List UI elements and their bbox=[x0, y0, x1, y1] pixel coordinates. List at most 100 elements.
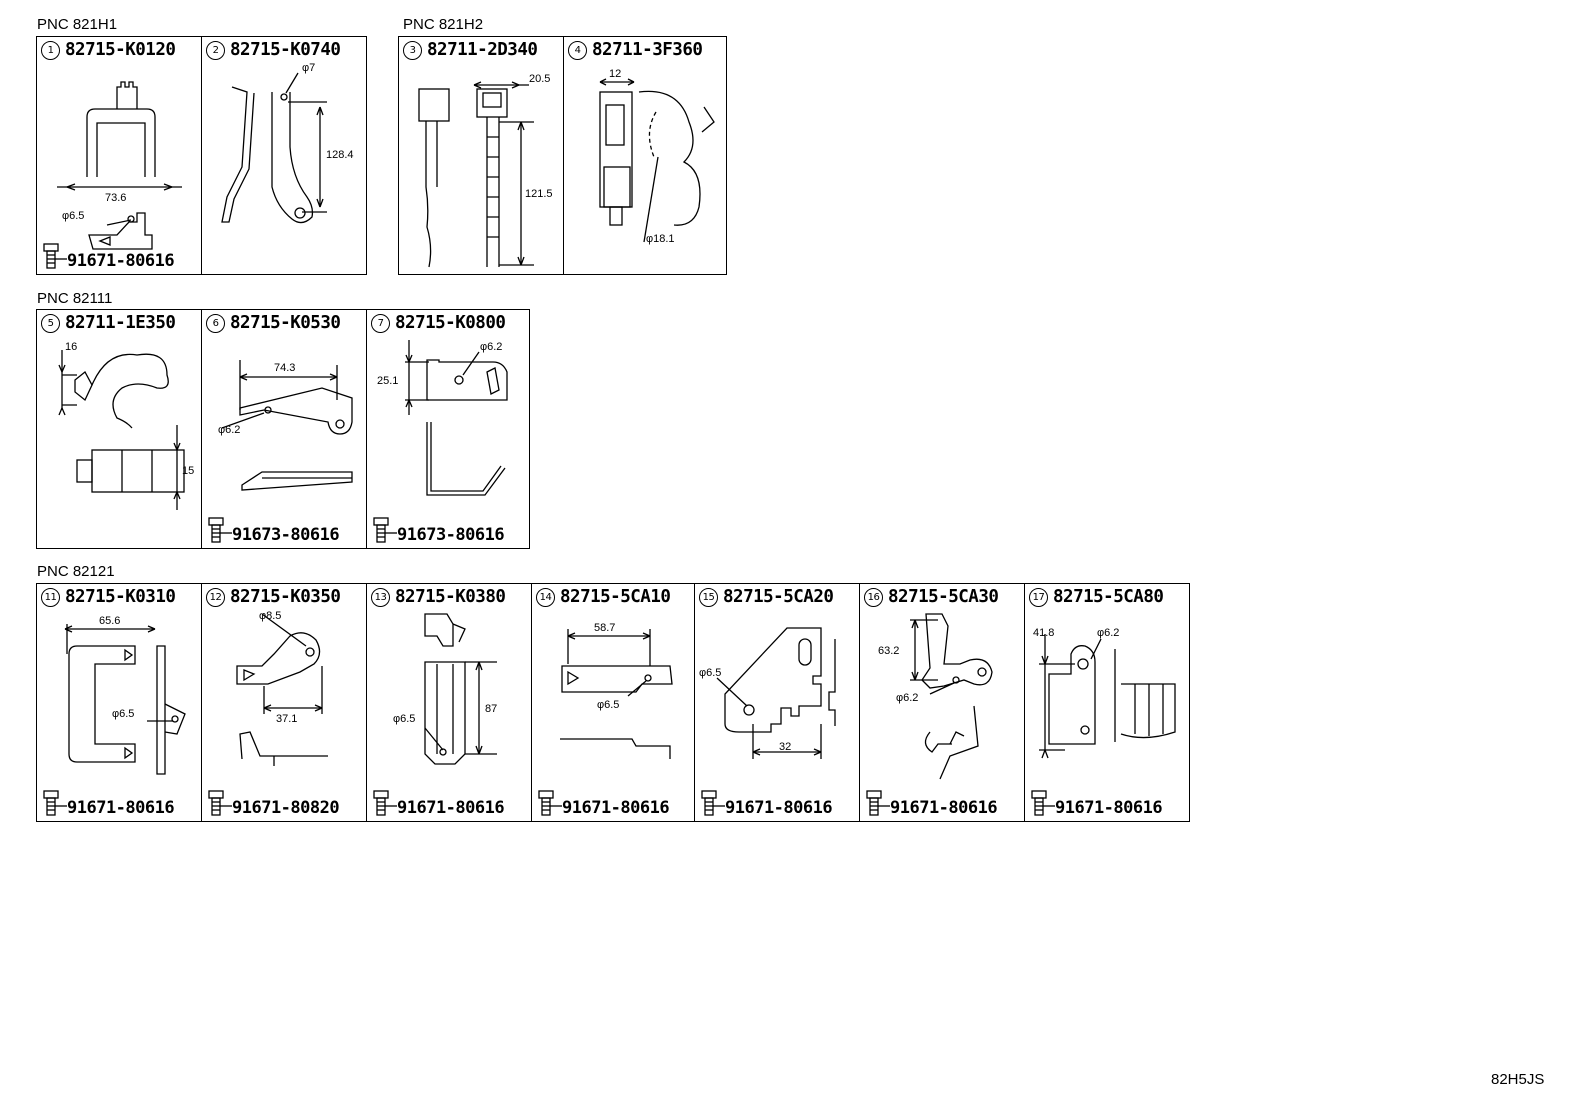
part-header: 6 82715-K0530 bbox=[206, 313, 341, 333]
part-header: 14 82715-5CA10 bbox=[536, 587, 671, 607]
pnc-label-82111: PNC 82111 bbox=[37, 290, 113, 307]
part-cell-3[interactable]: 3 82711-2D340 20.5 121.5 bbox=[399, 37, 564, 274]
part-header: 4 82711-3F360 bbox=[568, 40, 703, 60]
bolt-part-number: 91671-80820 bbox=[232, 798, 340, 818]
dimension-text: φ6.2 bbox=[480, 341, 502, 353]
dimension-text: 65.6 bbox=[99, 615, 120, 627]
bolt-icon bbox=[866, 790, 890, 816]
bolt-callout: 91671-80820 bbox=[206, 788, 340, 818]
dimension-text: 32 bbox=[779, 741, 791, 753]
dimension-text: 63.2 bbox=[878, 645, 899, 657]
callout-number: 13 bbox=[371, 587, 390, 607]
part-number: 82715-K0800 bbox=[395, 313, 506, 333]
part-cell-16[interactable]: 16 82715-5CA30 63.2 φ6.2 bbox=[860, 584, 1025, 821]
part-cell-11[interactable]: 11 82715-K0310 65.6 φ6.5 bbox=[37, 584, 202, 821]
bolt-part-number: 91671-80616 bbox=[725, 798, 833, 818]
part-header: 15 82715-5CA20 bbox=[699, 587, 834, 607]
bolt-part-number: 91671-80616 bbox=[562, 798, 670, 818]
dimension-text: 87 bbox=[485, 703, 497, 715]
part-header: 7 82715-K0800 bbox=[371, 313, 506, 333]
part-header: 11 82715-K0310 bbox=[41, 587, 176, 607]
part-cell-6[interactable]: 6 82715-K0530 74.3 φ6.2 bbox=[202, 310, 367, 548]
bolt-callout: 91671-80616 bbox=[536, 788, 670, 818]
callout-number: 6 bbox=[206, 313, 225, 333]
part-header: 3 82711-2D340 bbox=[403, 40, 538, 60]
pnc-label-821h2: PNC 821H2 bbox=[403, 16, 484, 33]
pnc-821h2-panel: 3 82711-2D340 20.5 121.5 bbox=[398, 36, 727, 275]
callout-number: 1 bbox=[41, 40, 60, 60]
dimension-text: 121.5 bbox=[525, 188, 553, 200]
bolt-callout: 91671-80616 bbox=[864, 788, 998, 818]
bolt-part-number: 91671-80616 bbox=[890, 798, 998, 818]
bolt-icon bbox=[43, 790, 67, 816]
part-number: 82715-K0740 bbox=[230, 40, 341, 60]
illustration-code: 82H5JS bbox=[1491, 1071, 1545, 1088]
part-cell-13[interactable]: 13 82715-K0380 φ6.5 87 bbox=[367, 584, 532, 821]
dimension-text: φ6.2 bbox=[896, 692, 918, 704]
callout-number: 5 bbox=[41, 313, 60, 333]
part-number: 82715-K0350 bbox=[230, 587, 341, 607]
callout-number: 7 bbox=[371, 313, 390, 333]
dimension-text: φ6.2 bbox=[218, 424, 240, 436]
part-cell-15[interactable]: 15 82715-5CA20 φ6.5 32 bbox=[695, 584, 860, 821]
part-header: 17 82715-5CA80 bbox=[1029, 587, 1164, 607]
part-number: 82715-5CA80 bbox=[1053, 587, 1164, 607]
part-number: 82711-3F360 bbox=[592, 40, 703, 60]
part-number: 82711-1E350 bbox=[65, 313, 176, 333]
dimension-text: φ6.5 bbox=[112, 708, 134, 720]
dimension-text: 41.8 bbox=[1033, 627, 1054, 639]
dimension-text: φ6.5 bbox=[393, 713, 415, 725]
bolt-icon bbox=[208, 517, 232, 543]
part-number: 82715-K0380 bbox=[395, 587, 506, 607]
bolt-part-number: 91671-80616 bbox=[1055, 798, 1163, 818]
callout-number: 4 bbox=[568, 40, 587, 60]
part-cell-4[interactable]: 4 82711-3F360 12 φ18.1 bbox=[564, 37, 726, 274]
part-number: 82715-5CA10 bbox=[560, 587, 671, 607]
part-number: 82715-K0120 bbox=[65, 40, 176, 60]
bracket-drawing: 65.6 φ6.5 bbox=[64, 615, 186, 775]
part-cell-7[interactable]: 7 82715-K0800 φ6.2 25.1 bbox=[367, 310, 529, 548]
callout-number: 11 bbox=[41, 587, 60, 607]
bolt-callout: 91673-80616 bbox=[371, 515, 505, 545]
bracket-drawing: φ6.2 25.1 bbox=[377, 340, 508, 496]
bolt-callout: 91671-80616 bbox=[41, 788, 175, 818]
callout-number: 15 bbox=[699, 587, 718, 607]
part-cell-5[interactable]: 5 82711-1E350 16 15 bbox=[37, 310, 202, 548]
bracket-drawing: φ8.5 37.1 bbox=[236, 610, 328, 766]
bracket-drawing: 41.8 φ6.2 bbox=[1033, 627, 1176, 759]
dimension-text: 15 bbox=[182, 465, 194, 477]
part-header: 13 82715-K0380 bbox=[371, 587, 506, 607]
dimension-text: 73.6 bbox=[105, 192, 126, 204]
bolt-icon bbox=[373, 790, 397, 816]
callout-number: 14 bbox=[536, 587, 555, 607]
part-number: 82711-2D340 bbox=[427, 40, 538, 60]
callout-number: 17 bbox=[1029, 587, 1048, 607]
dimension-text: 58.7 bbox=[594, 622, 615, 634]
clamp-drawing: 12 φ18.1 bbox=[599, 68, 715, 245]
part-cell-17[interactable]: 17 82715-5CA80 41.8 φ6.2 bbox=[1025, 584, 1189, 821]
dimension-text: 74.3 bbox=[274, 362, 295, 374]
callout-number: 3 bbox=[403, 40, 422, 60]
part-cell-2[interactable]: 2 82715-K0740 φ7 128.4 bbox=[202, 37, 366, 274]
part-cell-12[interactable]: 12 82715-K0350 φ8.5 37.1 bbox=[202, 584, 367, 821]
bolt-icon bbox=[43, 243, 67, 269]
dimension-text: φ6.5 bbox=[62, 210, 84, 222]
part-number: 82715-5CA30 bbox=[888, 587, 999, 607]
part-cell-1[interactable]: 1 82715-K0120 73.6 φ6.5 bbox=[37, 37, 202, 274]
bolt-icon bbox=[1031, 790, 1055, 816]
part-cell-14[interactable]: 14 82715-5CA10 58.7 φ6.5 bbox=[532, 584, 695, 821]
dimension-text: 37.1 bbox=[276, 713, 297, 725]
part-number: 82715-5CA20 bbox=[723, 587, 834, 607]
bolt-icon bbox=[373, 517, 397, 543]
part-header: 1 82715-K0120 bbox=[41, 40, 176, 60]
pnc-821h1-panel: 1 82715-K0120 73.6 φ6.5 bbox=[36, 36, 367, 275]
bolt-part-number: 91671-80616 bbox=[67, 798, 175, 818]
dimension-text: φ18.1 bbox=[646, 233, 675, 245]
dimension-text: φ7 bbox=[302, 62, 315, 74]
dimension-text: φ6.2 bbox=[1097, 627, 1119, 639]
part-header: 12 82715-K0350 bbox=[206, 587, 341, 607]
dimension-text: φ8.5 bbox=[259, 610, 281, 622]
part-number: 82715-K0310 bbox=[65, 587, 176, 607]
bolt-icon bbox=[208, 790, 232, 816]
part-header: 2 82715-K0740 bbox=[206, 40, 341, 60]
